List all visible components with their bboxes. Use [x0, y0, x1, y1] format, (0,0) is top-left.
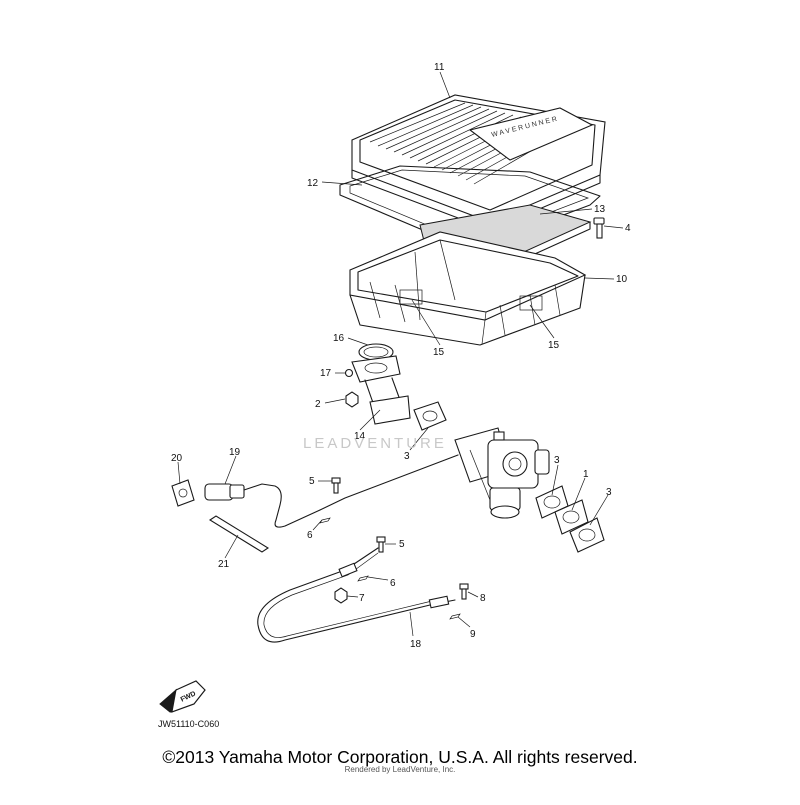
carburetor [454, 427, 550, 519]
watermark: LEADVENTURE [303, 435, 447, 452]
bolt-5-lower [376, 536, 386, 553]
gasket-3-upper [413, 401, 447, 431]
callout-6-lower: 6 [390, 578, 396, 589]
clip-6-lower [357, 575, 369, 582]
choke-cable [319, 454, 459, 511]
callout-19: 19 [229, 447, 241, 458]
callout-14: 14 [354, 431, 366, 442]
air-box-case [349, 231, 587, 346]
choke-knob-19 [204, 483, 321, 528]
screw-4 [593, 217, 605, 239]
callout-17: 17 [320, 368, 332, 379]
callout-21: 21 [218, 559, 230, 570]
callout-1: 1 [583, 469, 589, 480]
nut-2 [345, 391, 359, 408]
callout-numbers: 11 12 13 4 10 16 15 15 17 2 14 3 20 19 5… [171, 62, 631, 650]
clip-9 [449, 613, 461, 620]
callout-15-right: 15 [548, 340, 560, 351]
gasket-3-right [569, 517, 605, 553]
callout-16: 16 [333, 333, 345, 344]
callout-11: 11 [434, 62, 445, 73]
callout-2: 2 [315, 399, 321, 410]
callout-4: 4 [625, 223, 631, 234]
leader-lines [177, 71, 624, 637]
intake-joint [351, 355, 411, 425]
fwd-arrow-icon: FWD [159, 680, 206, 713]
callout-3-left: 3 [554, 455, 560, 466]
callout-3-right: 3 [606, 487, 612, 498]
callout-5-lower: 5 [399, 539, 405, 550]
diagram-code: JW51110-C060 [158, 719, 220, 729]
callout-5-upper: 5 [309, 476, 315, 487]
callout-6-upper: 6 [307, 530, 313, 541]
nut-7 [334, 587, 348, 604]
callout-3-upper: 3 [404, 451, 410, 462]
cable-tie-21 [208, 515, 270, 553]
callout-20: 20 [171, 453, 183, 464]
bolt-8 [459, 583, 469, 600]
bolt-5-upper [331, 477, 341, 494]
rendered-by-notice: Rendered by LeadVenture, Inc. [344, 765, 456, 774]
callout-18: 18 [410, 639, 422, 650]
washer-17 [344, 368, 354, 378]
callout-10: 10 [616, 274, 628, 285]
callout-8: 8 [480, 593, 486, 604]
cover-gasket [339, 165, 601, 251]
callout-13: 13 [594, 204, 606, 215]
air-box-cover: W A V E R U N N E R [351, 94, 606, 231]
callout-9: 9 [470, 629, 476, 640]
choke-holder-20 [171, 479, 195, 507]
insulator-1 [554, 499, 589, 535]
callout-7: 7 [359, 593, 365, 604]
callout-15-left: 15 [433, 347, 445, 358]
copyright-notice: ©2013 Yamaha Motor Corporation, U.S.A. A… [162, 747, 638, 767]
throttle-cable-18 [257, 547, 456, 643]
callout-12: 12 [307, 178, 319, 189]
